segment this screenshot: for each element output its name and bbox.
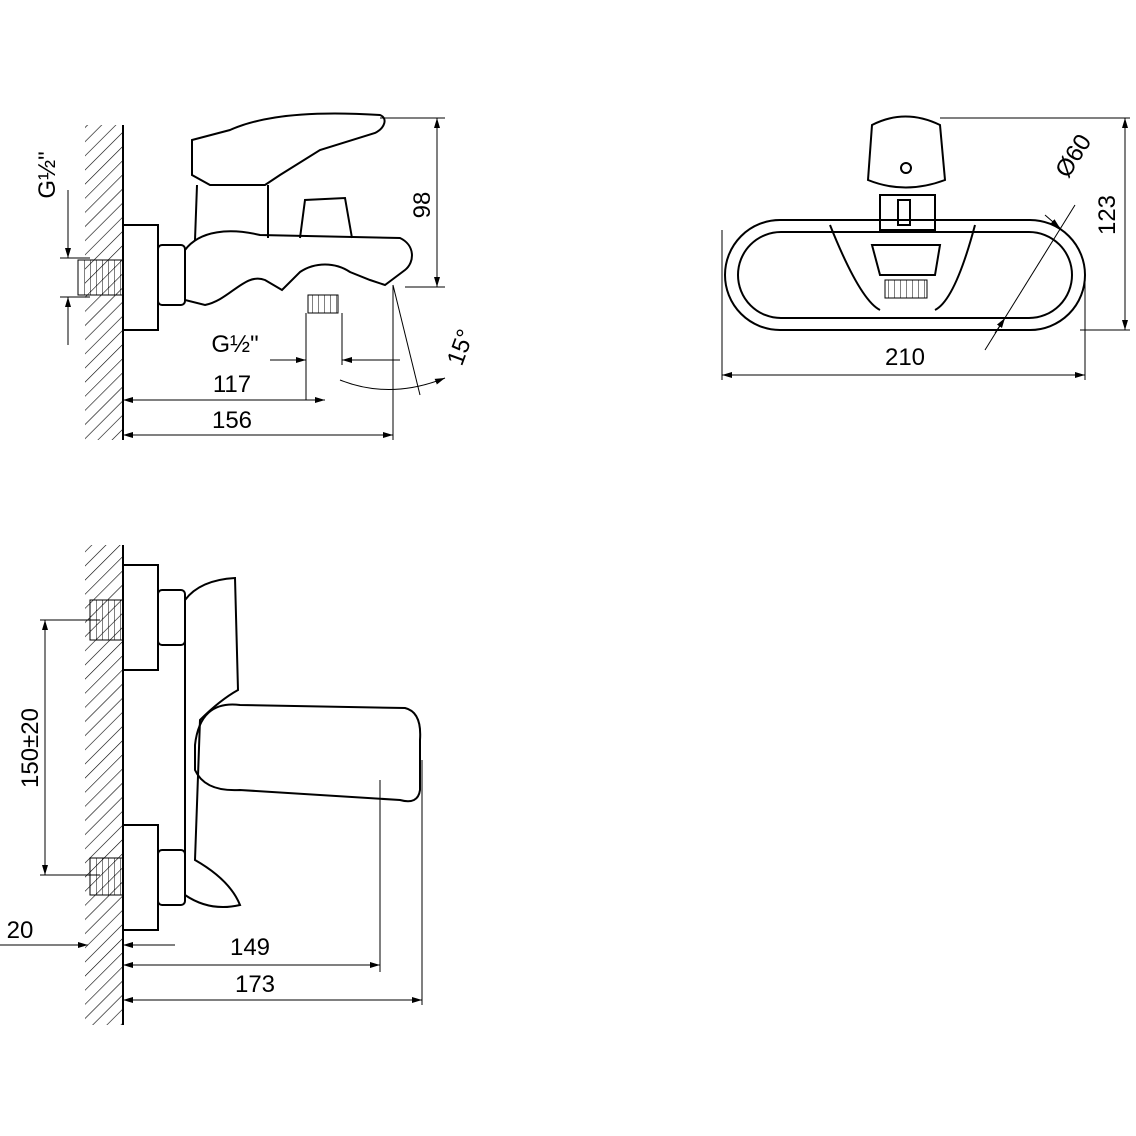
dim-height-123: 123 xyxy=(1094,195,1121,235)
dim-thread-inlet: G½" xyxy=(34,151,61,198)
dim-diameter-60: Ø60 xyxy=(1050,130,1097,183)
dim-depth-117: 117 xyxy=(213,371,251,398)
diverter-knob xyxy=(299,196,353,239)
dim-depth-156: 156 xyxy=(212,407,252,434)
thread-inlet xyxy=(77,259,124,296)
dim-offset-20: 20 xyxy=(7,917,34,944)
wall-flange xyxy=(122,224,159,331)
front-view: 123 210 Ø60 xyxy=(721,115,1130,380)
nut xyxy=(157,244,186,306)
body xyxy=(184,230,413,307)
body-front xyxy=(724,219,1086,331)
dim-angle-15: 15° xyxy=(442,326,480,369)
lever-handle-front xyxy=(866,115,947,189)
top-view: 150±20 20 149 173 xyxy=(0,545,423,1025)
dim-thread-outlet: G½" xyxy=(211,331,258,358)
body-top xyxy=(184,576,242,908)
dim-depth-149: 149 xyxy=(230,934,270,961)
lever-handle-top xyxy=(194,703,422,803)
dim-height-98: 98 xyxy=(409,192,436,219)
dim-depth-173: 173 xyxy=(235,971,275,998)
thread-outlet xyxy=(307,294,339,314)
lever-handle xyxy=(191,112,386,186)
dim-centers: 150±20 xyxy=(17,708,44,788)
side-view: 98 G½" G½" 117 156 15° xyxy=(34,112,480,440)
dim-width-210: 210 xyxy=(885,344,925,371)
